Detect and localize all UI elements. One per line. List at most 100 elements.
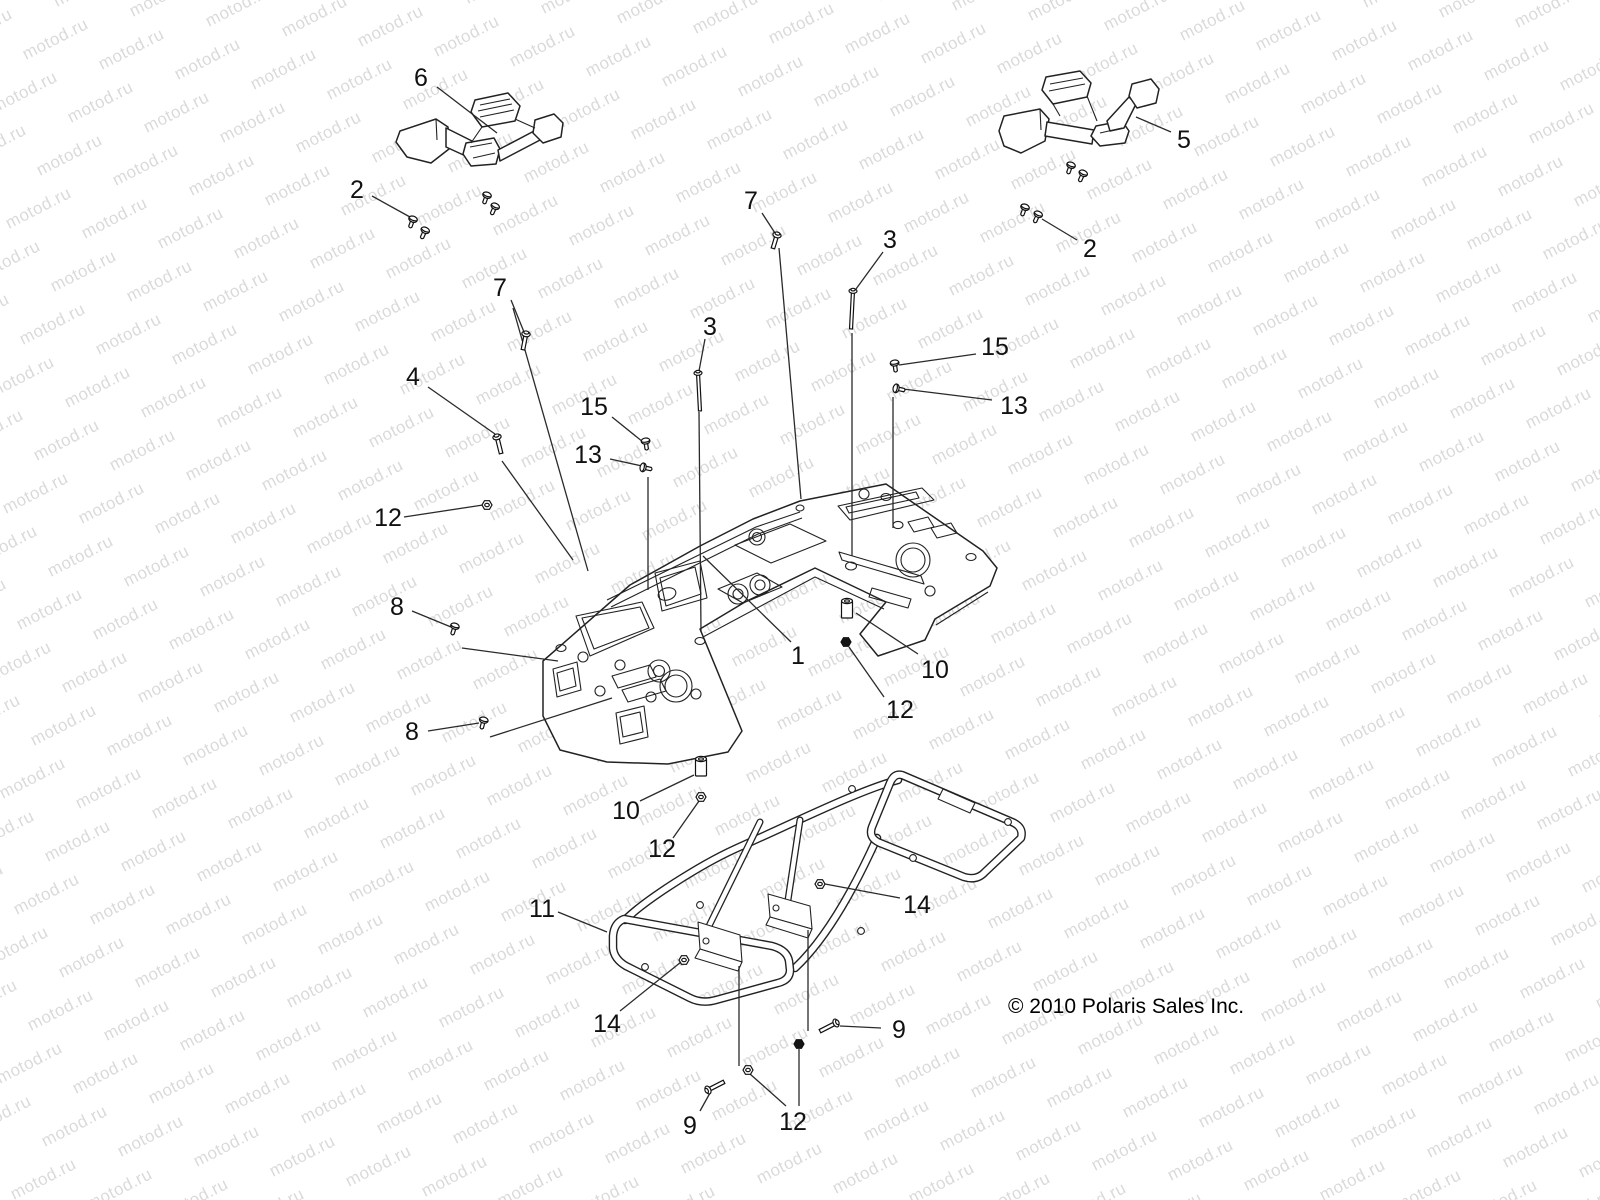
watermark-text: motod.ru bbox=[1564, 731, 1600, 780]
watermark-text: motod.ru bbox=[646, 1181, 718, 1200]
watermark-text: motod.ru bbox=[0, 1038, 65, 1087]
watermark-text: motod.ru bbox=[537, 0, 609, 18]
watermark-text: motod.ru bbox=[1378, 1049, 1450, 1098]
callout-label-8: 8 bbox=[405, 718, 419, 746]
watermark-text: motod.ru bbox=[272, 561, 344, 610]
watermark-text: motod.ru bbox=[914, 303, 986, 352]
callout-label-13: 13 bbox=[1000, 392, 1028, 420]
callout-label-9: 9 bbox=[683, 1112, 697, 1140]
watermark-text: motod.ru bbox=[1173, 280, 1245, 329]
watermark-text: motod.ru bbox=[1449, 88, 1521, 137]
watermark-text: motod.ru bbox=[362, 687, 434, 736]
watermark-text: motod.ru bbox=[0, 521, 40, 570]
watermark-text: motod.ru bbox=[334, 455, 406, 504]
watermark-text: motod.ru bbox=[762, 283, 834, 332]
watermark-text: motod.ru bbox=[632, 1065, 704, 1114]
spacer-icon bbox=[840, 597, 854, 619]
watermark-text: motod.ru bbox=[984, 883, 1056, 932]
watermark-text: motod.ru bbox=[1125, 502, 1197, 551]
watermark-text: motod.ru bbox=[1468, 1175, 1540, 1200]
callout-label-8: 8 bbox=[390, 593, 404, 621]
watermark-text: motod.ru bbox=[846, 979, 918, 1028]
watermark-text: motod.ru bbox=[117, 826, 189, 875]
watermark-text: motod.ru bbox=[1249, 290, 1321, 339]
watermark-text: motod.ru bbox=[1122, 787, 1194, 836]
watermark-text: motod.ru bbox=[1519, 668, 1591, 717]
watermark-text: motod.ru bbox=[1525, 98, 1597, 147]
watermark-text: motod.ru bbox=[342, 1141, 414, 1190]
watermark-text: motod.ru bbox=[1091, 840, 1163, 889]
leader-line bbox=[855, 251, 884, 290]
watermark-text: motod.ru bbox=[16, 299, 88, 348]
watermark-text: motod.ru bbox=[945, 250, 1017, 299]
watermark-text: motod.ru bbox=[1373, 78, 1445, 127]
watermark-text: motod.ru bbox=[292, 107, 364, 156]
watermark-text: motod.ru bbox=[1187, 396, 1259, 445]
watermark-text: motod.ru bbox=[247, 44, 319, 93]
screw-icon bbox=[1020, 203, 1030, 217]
watermark-text: motod.ru bbox=[1404, 25, 1476, 74]
watermark-text: motod.ru bbox=[860, 1095, 932, 1144]
watermark-text: motod.ru bbox=[1218, 343, 1290, 392]
watermark-text: motod.ru bbox=[30, 415, 102, 464]
watermark-text: motod.ru bbox=[1043, 1062, 1115, 1111]
watermark-text: motod.ru bbox=[0, 0, 46, 1]
watermark-text: motod.ru bbox=[1319, 870, 1391, 919]
leader-line bbox=[702, 555, 792, 643]
watermark-text: motod.ru bbox=[103, 710, 175, 759]
watermark-text: motod.ru bbox=[134, 657, 206, 706]
screw-icon bbox=[489, 202, 501, 216]
nut-dark-icon bbox=[840, 637, 852, 647]
leader-line bbox=[672, 800, 700, 839]
watermark-text: motod.ru bbox=[258, 445, 330, 494]
watermark-text: motod.ru bbox=[807, 346, 879, 395]
watermark-text: motod.ru bbox=[179, 720, 251, 769]
callout-label-2: 2 bbox=[350, 176, 364, 204]
watermark-text: motod.ru bbox=[1049, 492, 1121, 541]
watermark-text: motod.ru bbox=[1370, 363, 1442, 412]
watermark-text: motod.ru bbox=[1347, 1102, 1419, 1151]
watermark-text: motod.ru bbox=[1097, 270, 1169, 319]
watermark-text: motod.ru bbox=[542, 939, 614, 988]
watermark-text: motod.ru bbox=[1066, 323, 1138, 372]
watermark-text: motod.ru bbox=[1570, 161, 1600, 210]
watermark-text: motod.ru bbox=[1353, 532, 1425, 581]
watermark-text: motod.ru bbox=[0, 468, 71, 517]
callout-label-7: 7 bbox=[744, 187, 758, 215]
watermark-text: motod.ru bbox=[925, 704, 997, 753]
watermark-text: motod.ru bbox=[72, 763, 144, 812]
watermark-text: motod.ru bbox=[531, 538, 603, 587]
watermark-text: motod.ru bbox=[1471, 890, 1543, 939]
watermark-text: motod.ru bbox=[148, 773, 220, 822]
watermark-text: motod.ru bbox=[407, 750, 479, 799]
watermark-text: motod.ru bbox=[1446, 373, 1518, 422]
watermark-text: motod.ru bbox=[1226, 1029, 1298, 1078]
watermark-text: motod.ru bbox=[224, 783, 296, 832]
watermark-text: motod.ru bbox=[1201, 512, 1273, 561]
watermark-text: motod.ru bbox=[779, 114, 851, 163]
watermark-text: motod.ru bbox=[582, 31, 654, 80]
watermark-text: motod.ru bbox=[658, 41, 730, 90]
watermark-text: motod.ru bbox=[1556, 45, 1600, 94]
watermark-text: motod.ru bbox=[185, 150, 257, 199]
callout-label-15: 15 bbox=[981, 333, 1009, 361]
watermark-text: motod.ru bbox=[1004, 429, 1076, 478]
callout-label-7: 7 bbox=[493, 274, 507, 302]
watermark-text: motod.ru bbox=[1356, 247, 1428, 296]
leader-line bbox=[639, 774, 695, 802]
watermark-text: motod.ru bbox=[1263, 406, 1335, 455]
watermark-text: motod.ru bbox=[109, 140, 181, 189]
callout-label-3: 3 bbox=[883, 226, 897, 254]
watermark-text: motod.ru bbox=[221, 1068, 293, 1117]
watermark-text: motod.ru bbox=[1547, 900, 1600, 949]
watermark-text: motod.ru bbox=[1024, 0, 1096, 25]
watermark-text: motod.ru bbox=[1429, 542, 1501, 591]
watermark-text: motod.ru bbox=[1277, 522, 1349, 571]
watermark-text: motod.ru bbox=[1271, 1092, 1343, 1141]
watermark-text: motod.ru bbox=[351, 286, 423, 335]
watermark-text: motod.ru bbox=[216, 97, 288, 146]
watermark-text: motod.ru bbox=[1530, 1069, 1600, 1118]
watermark-text: motod.ru bbox=[1257, 976, 1329, 1025]
